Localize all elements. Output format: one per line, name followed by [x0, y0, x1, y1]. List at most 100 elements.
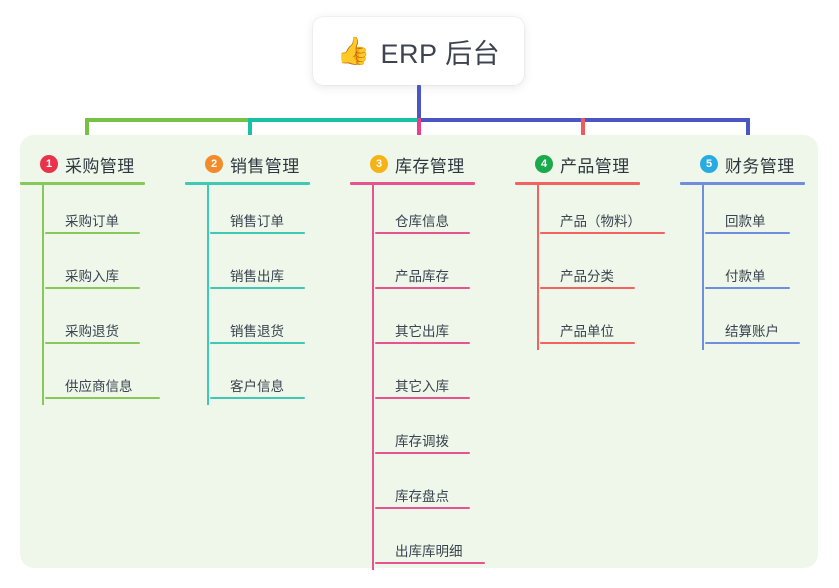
branch-items-finance: 回款单付款单结算账户 [680, 185, 830, 350]
branch-item[interactable]: 库存调拨 [375, 405, 515, 460]
branch-item-label: 其它入库 [395, 379, 449, 394]
branch-header-rule-purchase [20, 182, 145, 185]
branch-item-rule [705, 232, 790, 234]
branch-item[interactable]: 仓库信息 [375, 185, 515, 240]
branch-number-badge-sales: 2 [205, 155, 223, 173]
branch-item-label: 其它出库 [395, 324, 449, 339]
connector-trunk [417, 85, 421, 122]
branch-item-label: 销售订单 [230, 214, 284, 229]
branch-item-rule [210, 287, 305, 289]
branch-title-finance: 财务管理 [725, 156, 795, 176]
branch-item-label: 销售退货 [230, 324, 284, 339]
branch-header-sales[interactable]: 2 销售管理 [185, 143, 350, 185]
branch-number-badge-purchase: 1 [40, 155, 58, 173]
branch-spine-product [537, 185, 539, 350]
root-node[interactable]: 👍 ERP 后台 [313, 17, 524, 85]
branch-item-label: 采购订单 [65, 214, 119, 229]
branch-item-rule [540, 287, 635, 289]
branch-spine-purchase [42, 185, 44, 405]
branch-item[interactable]: 出库库明细 [375, 515, 515, 570]
branch-item-label: 产品库存 [395, 269, 449, 284]
branch-spine-sales [207, 185, 209, 405]
branch-item-label: 产品（物料） [560, 214, 641, 229]
branch-item-rule [45, 397, 160, 399]
branch-item[interactable]: 其它出库 [375, 295, 515, 350]
branch-items-inventory: 仓库信息产品库存其它出库其它入库库存调拨库存盘点出库库明细 [350, 185, 515, 570]
branch-items-product: 产品（物料） 产品分类产品单位 [515, 185, 680, 350]
branch-title-inventory: 库存管理 [395, 156, 465, 176]
branch-item[interactable]: 采购入库 [45, 240, 185, 295]
branch-item[interactable]: 结算账户 [705, 295, 830, 350]
branch-header-rule-inventory [350, 182, 475, 185]
branch-item-rule [375, 452, 470, 454]
branch-column-purchase: 1 采购管理采购订单采购入库采购退货供应商信息 [20, 143, 185, 405]
branch-item-label: 结算账户 [725, 324, 779, 339]
branch-item-label: 采购入库 [65, 269, 119, 284]
branch-item[interactable]: 产品（物料） [540, 185, 680, 240]
branch-item-rule [45, 342, 140, 344]
branch-number-badge-product: 4 [535, 155, 553, 173]
branch-item[interactable]: 客户信息 [210, 350, 350, 405]
branch-item-rule [210, 342, 305, 344]
branch-item[interactable]: 其它入库 [375, 350, 515, 405]
branch-item-rule [45, 287, 140, 289]
branch-item[interactable]: 产品分类 [540, 240, 680, 295]
branch-item-label: 出库库明细 [395, 544, 463, 559]
branch-item-label: 客户信息 [230, 379, 284, 394]
branch-item-label: 回款单 [725, 214, 766, 229]
branch-header-rule-finance [680, 182, 805, 185]
branch-header-purchase[interactable]: 1 采购管理 [20, 143, 185, 185]
branch-item[interactable]: 采购订单 [45, 185, 185, 240]
branch-header-rule-product [515, 182, 640, 185]
branch-item-rule [540, 342, 635, 344]
branch-item[interactable]: 销售退货 [210, 295, 350, 350]
branch-column-sales: 2 销售管理销售订单销售出库销售退货客户信息 [185, 143, 350, 405]
branch-header-product[interactable]: 4 产品管理 [515, 143, 680, 185]
branch-item-rule [45, 232, 140, 234]
branch-item[interactable]: 回款单 [705, 185, 830, 240]
branch-board [20, 135, 818, 568]
branch-item-rule [210, 397, 305, 399]
branch-item[interactable]: 库存盘点 [375, 460, 515, 515]
branch-item-rule [375, 342, 470, 344]
branch-header-rule-sales [185, 182, 310, 185]
branch-item[interactable]: 采购退货 [45, 295, 185, 350]
branch-items-sales: 销售订单销售出库销售退货客户信息 [185, 185, 350, 405]
branch-spine-inventory [372, 185, 374, 570]
branch-item-rule [375, 507, 470, 509]
branch-items-purchase: 采购订单采购入库采购退货供应商信息 [20, 185, 185, 405]
branch-spine-finance [702, 185, 704, 350]
branch-item-rule [375, 562, 485, 564]
branch-item-rule [375, 287, 470, 289]
thumbs-up-icon: 👍 [336, 35, 371, 66]
branch-item-label: 采购退货 [65, 324, 119, 339]
branch-item[interactable]: 产品库存 [375, 240, 515, 295]
branch-item-rule [705, 287, 790, 289]
branch-item-label: 销售出库 [230, 269, 284, 284]
branch-item[interactable]: 销售订单 [210, 185, 350, 240]
branch-item-label: 库存盘点 [395, 489, 449, 504]
branch-number-badge-finance: 5 [700, 155, 718, 173]
branch-item-rule [540, 232, 665, 234]
branch-column-finance: 5 财务管理回款单付款单结算账户 [680, 143, 830, 350]
branch-item[interactable]: 供应商信息 [45, 350, 185, 405]
branch-item[interactable]: 销售出库 [210, 240, 350, 295]
branch-header-finance[interactable]: 5 财务管理 [680, 143, 830, 185]
connector-segment-teal [248, 118, 421, 122]
branch-column-product: 4 产品管理产品（物料） 产品分类产品单位 [515, 143, 680, 350]
branch-item[interactable]: 付款单 [705, 240, 830, 295]
root-title: ERP 后台 [380, 38, 501, 69]
branch-title-product: 产品管理 [560, 156, 630, 176]
connector-segment-green [85, 118, 252, 122]
branch-item-rule [210, 232, 305, 234]
branch-title-sales: 销售管理 [230, 156, 300, 176]
branch-item-label: 仓库信息 [395, 214, 449, 229]
branch-item-rule [375, 397, 470, 399]
branch-item-label: 产品单位 [560, 324, 614, 339]
branch-item[interactable]: 产品单位 [540, 295, 680, 350]
branch-item-label: 供应商信息 [65, 379, 133, 394]
branch-title-purchase: 采购管理 [65, 156, 135, 176]
